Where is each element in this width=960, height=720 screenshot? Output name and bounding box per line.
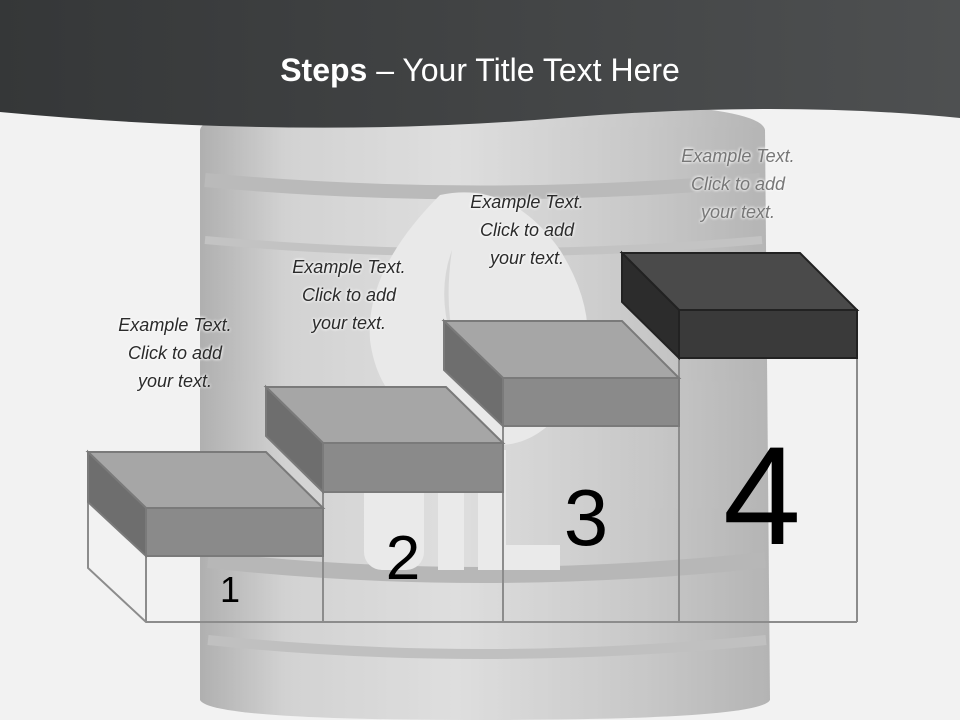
step-2-box xyxy=(263,384,506,495)
step-4-number: 4 xyxy=(723,417,801,574)
step-4-text[interactable]: Example Text. Click to add your text. xyxy=(681,146,795,222)
step-4-box xyxy=(619,250,860,361)
step-2-text[interactable]: Example Text. Click to add your text. xyxy=(292,257,406,333)
header-band xyxy=(0,0,960,128)
title-rest: – Your Title Text Here xyxy=(367,52,680,88)
step-3-text[interactable]: Example Text. Click to add your text. xyxy=(470,192,584,268)
step-3-number: 3 xyxy=(563,473,609,562)
step-3-box xyxy=(441,318,682,429)
title-bold: Steps xyxy=(280,52,368,88)
step-1-text[interactable]: Example Text. Click to add your text. xyxy=(118,315,232,391)
step-1-number: 1 xyxy=(219,569,241,610)
step-1-box xyxy=(85,449,326,559)
step-2-number: 2 xyxy=(385,524,421,593)
slide-title[interactable]: Steps – Your Title Text Here xyxy=(0,52,960,89)
